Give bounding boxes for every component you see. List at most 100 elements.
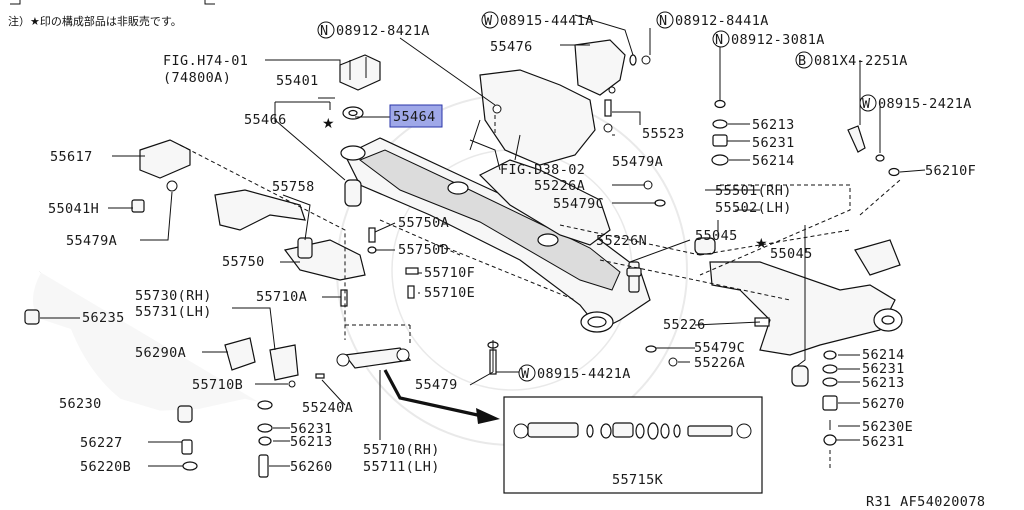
label-55045-left: 55045 — [695, 228, 738, 244]
member-dashed-outline — [179, 115, 901, 470]
label-55226A-bottom: 55226A — [694, 355, 745, 371]
callout-prefix: B — [798, 53, 807, 69]
stabilizer-link — [269, 344, 299, 381]
label-55711-lh: 55711(LH) — [363, 459, 440, 475]
mount-insulator-stack — [340, 106, 366, 207]
callout-prefix: W — [521, 366, 530, 382]
label-55502: 55502(LH) — [715, 200, 792, 216]
callout-prefix: N — [320, 23, 329, 39]
label-55750: 55750 — [222, 254, 265, 270]
callout-08912-8441A: 08912-8441A — [675, 13, 769, 29]
label-55479: 55479 — [415, 377, 458, 393]
label-55045-right: 55045 — [770, 246, 813, 262]
detail-inset-parts — [513, 422, 752, 440]
label-55479A-mid: 55479A — [612, 154, 663, 170]
label-55041H: 55041H — [48, 201, 99, 217]
stud-bolt-55226N — [626, 261, 642, 293]
label-55479C-top: 55479C — [553, 196, 604, 212]
member-mount-55617 — [131, 139, 191, 213]
label-55758: 55758 — [272, 179, 315, 195]
label-55240A: 55240A — [302, 400, 353, 416]
highlighted-part-55464 — [389, 104, 443, 128]
label-55226N: 55226N — [596, 233, 647, 249]
detail-arrow-head — [476, 408, 500, 424]
label-55731: 55731(LH) — [135, 304, 212, 320]
non-sale-star-55045: ★ — [755, 236, 768, 252]
lower-left-hardware — [181, 400, 273, 478]
label-55501: 55501(RH) — [715, 183, 792, 199]
leader-lines — [40, 14, 926, 467]
label-55476: 55476 — [490, 39, 533, 55]
label-56213-top: 56213 — [752, 117, 795, 133]
label-56231-right: 56231 — [862, 434, 905, 450]
callout-prefix: W — [862, 96, 871, 112]
label-55710-rh: 55710(RH) — [363, 442, 440, 458]
label-55523: 55523 — [642, 126, 685, 142]
label-55401: 55401 — [276, 73, 319, 89]
label-55715K: 55715K — [612, 472, 664, 488]
small-fasteners — [288, 54, 770, 388]
label-56214-top: 56214 — [752, 153, 795, 169]
label-55617: 55617 — [50, 149, 93, 165]
label-55750A: 55750A — [398, 215, 449, 231]
rear-suspension-member — [344, 137, 651, 333]
label-56290A: 56290A — [135, 345, 186, 361]
label-55226A-top: 55226A — [534, 178, 585, 194]
label-fig-h74: FIG.H74-01 — [163, 53, 248, 69]
label-56270: 56270 — [862, 396, 905, 412]
callout-08915-2421A: 08915-2421A — [878, 96, 972, 112]
stabilizer-end-bushing — [24, 309, 40, 325]
callout-prefix: N — [659, 13, 668, 29]
diagram-reference-code: R31 AF54020078 — [866, 494, 985, 510]
label-55226: 55226 — [663, 317, 706, 333]
stabilizer-bushing — [177, 405, 193, 423]
label-55479C-bottom: 55479C — [694, 340, 745, 356]
non-sale-star-55466: ★ — [322, 116, 335, 132]
non-sale-note: 注）★印の構成部品は非販売です。 — [8, 14, 182, 28]
lower-washer-stack — [822, 350, 838, 446]
callout-prefix: N — [715, 32, 724, 48]
label-56213-left: 56213 — [290, 434, 333, 450]
label-56231-bottom: 56231 — [862, 361, 905, 377]
callout-08915-4421A: 08915-4421A — [537, 366, 631, 382]
label-55464: 55464 — [393, 109, 436, 125]
label-56230: 56230 — [59, 396, 102, 412]
callout-08912-3081A: 08912-3081A — [731, 32, 825, 48]
differential-assembly — [469, 39, 626, 171]
fig-h74-bracket — [339, 54, 381, 91]
label-55710B: 55710B — [192, 377, 243, 393]
callout-markers — [317, 11, 877, 382]
label-55710E: 55710E — [424, 285, 475, 301]
label-56220B: 56220B — [80, 459, 131, 475]
label-55730: 55730(RH) — [135, 288, 212, 304]
label-56213-bottom: 56213 — [862, 375, 905, 391]
label-56230E: 56230E — [862, 419, 913, 435]
label-56214-bottom: 56214 — [862, 347, 905, 363]
label-56235: 56235 — [82, 310, 125, 326]
label-56210F: 56210F — [925, 163, 976, 179]
label-55710F: 55710F — [424, 265, 475, 281]
upper-washer-stack — [711, 99, 900, 177]
label-55750D: 55750D — [398, 242, 449, 258]
label-56231-left: 56231 — [290, 421, 333, 437]
callout-081X4-2251A: 081X4-2251A — [814, 53, 908, 69]
stabilizer-bracket — [224, 337, 256, 371]
label-56260: 56260 — [290, 459, 333, 475]
label-55710A: 55710A — [256, 289, 307, 305]
label-fig-d38: FIG.D38-02 — [500, 162, 585, 178]
detail-inset-box — [503, 396, 763, 494]
label-fig-h74-sub: (74800A) — [163, 70, 231, 86]
callout-08912-8421A: 08912-8421A — [336, 23, 430, 39]
detail-arrow — [383, 369, 483, 418]
label-56227: 56227 — [80, 435, 123, 451]
callout-prefix: W — [484, 13, 493, 29]
lower-arm-55501 — [694, 237, 903, 387]
callout-08915-4441A: 08915-4441A — [500, 13, 594, 29]
label-55466: 55466 — [244, 112, 287, 128]
lateral-link-55710 — [336, 347, 412, 369]
link-dashed-guides — [379, 219, 576, 301]
label-55479A-left: 55479A — [66, 233, 117, 249]
note-bracket — [10, 0, 215, 5]
